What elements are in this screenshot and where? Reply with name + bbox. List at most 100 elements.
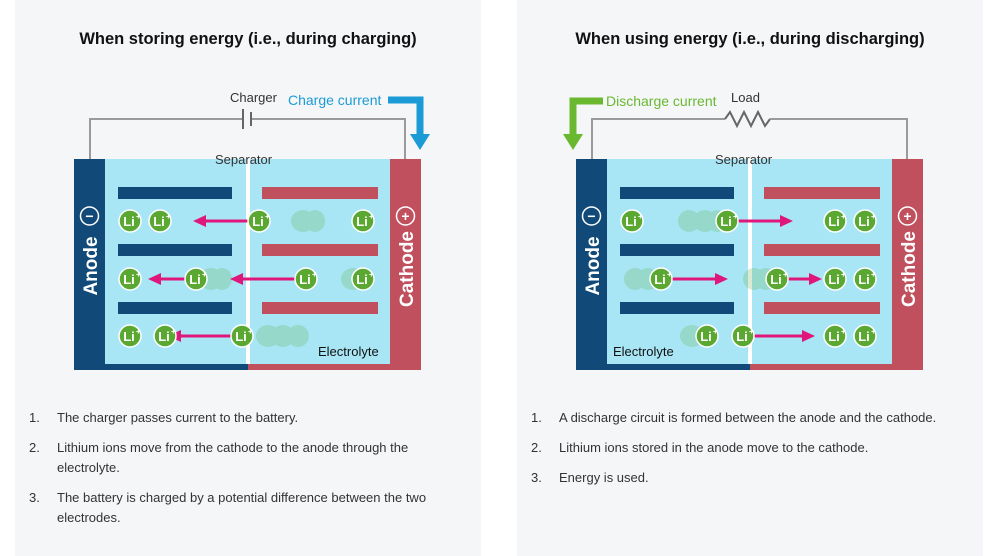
li-ion: Li + <box>695 324 719 348</box>
svg-text:Li: Li <box>770 272 782 287</box>
svg-text:Li: Li <box>858 272 870 287</box>
plus-icon <box>395 206 416 226</box>
svg-text:Li: Li <box>356 272 368 287</box>
li-ion: Li + <box>294 267 318 291</box>
svg-text:+: + <box>783 270 788 279</box>
svg-text:+: + <box>871 270 876 279</box>
charger-symbol <box>242 109 252 129</box>
li-ion: Li + <box>823 267 847 291</box>
anode-layer <box>118 244 232 256</box>
list-item: 2.Lithium ions move from the cathode to … <box>29 440 409 475</box>
wire-right <box>770 118 908 159</box>
svg-text:Li: Li <box>858 329 870 344</box>
svg-text:Li: Li <box>158 329 170 344</box>
svg-text:Li: Li <box>700 329 712 344</box>
li-ion: Li + <box>853 209 877 233</box>
svg-text:+: + <box>713 327 718 336</box>
li-ion: Li + <box>351 209 375 233</box>
li-ion: Li + <box>148 209 172 233</box>
svg-text:Li: Li <box>625 214 637 229</box>
svg-text:+: + <box>749 327 754 336</box>
svg-text:+: + <box>638 212 643 221</box>
li-ion: Li + <box>118 209 142 233</box>
svg-text:+: + <box>903 208 911 224</box>
li-ion: Li + <box>649 267 673 291</box>
anode-layer <box>620 187 734 199</box>
svg-text:+: + <box>369 212 374 221</box>
svg-text:+: + <box>401 208 409 224</box>
li-ion: Li + <box>184 267 208 291</box>
svg-text:+: + <box>248 327 253 336</box>
cathode-layer <box>764 187 880 199</box>
svg-text:Li: Li <box>654 272 666 287</box>
svg-text:+: + <box>136 270 141 279</box>
svg-text:+: + <box>171 327 176 336</box>
ion-arrows <box>148 215 295 342</box>
li-ion: Li + <box>853 324 877 348</box>
electrolyte-label: Electrolyte <box>318 344 379 359</box>
load-resistor-icon <box>724 109 771 129</box>
electrolyte-label: Electrolyte <box>613 344 674 359</box>
list-item: 1.A discharge circuit is formed between … <box>531 410 937 425</box>
li-ion: Li + <box>823 324 847 348</box>
svg-text:+: + <box>871 327 876 336</box>
li-ion: Li + <box>620 209 644 233</box>
svg-text:Li: Li <box>299 272 311 287</box>
svg-text:Li: Li <box>252 214 264 229</box>
wire-right <box>251 118 406 159</box>
svg-text:Li: Li <box>123 272 135 287</box>
charging-title: When storing energy (i.e., during chargi… <box>79 30 417 48</box>
svg-text:+: + <box>733 212 738 221</box>
svg-text:Li: Li <box>828 214 840 229</box>
svg-text:+: + <box>166 212 171 221</box>
li-ion: Li + <box>731 324 755 348</box>
cathode-layer <box>262 302 378 314</box>
anode-layer <box>118 302 232 314</box>
li-ion: Li + <box>247 209 271 233</box>
charging-steps: 1.The charger passes current to the batt… <box>29 408 469 538</box>
svg-text:Li: Li <box>828 272 840 287</box>
discharging-panel: When using energy (i.e., during discharg… <box>517 0 983 556</box>
li-ion: Li + <box>153 324 177 348</box>
li-ion: Li + <box>118 267 142 291</box>
svg-text:+: + <box>202 270 207 279</box>
svg-text:Li: Li <box>123 329 135 344</box>
svg-text:+: + <box>369 270 374 279</box>
anode-label: Anode <box>81 236 102 295</box>
li-ion: Li + <box>765 267 789 291</box>
li-ion: Li + <box>853 267 877 291</box>
charger-label: Charger <box>230 90 278 105</box>
charging-panel: When storing energy (i.e., during chargi… <box>15 0 481 556</box>
charging-diagram: Charger Charge current Separator Electro… <box>74 90 430 370</box>
anode-layer <box>620 244 734 256</box>
list-item: 3.Energy is used. <box>531 470 649 485</box>
anode-plate <box>576 159 607 370</box>
svg-text:Li: Li <box>356 214 368 229</box>
li-ion: Li + <box>823 209 847 233</box>
li-ion: Li + <box>351 267 375 291</box>
plus-icon <box>897 206 918 226</box>
svg-text:Li: Li <box>720 214 732 229</box>
ion-arrows <box>672 215 822 342</box>
anode-layer <box>620 302 734 314</box>
cathode-plate <box>892 159 923 370</box>
charge-current-label: Charge current <box>288 92 381 108</box>
separator-label: Separator <box>215 152 273 167</box>
svg-text:Li: Li <box>828 329 840 344</box>
svg-text:+: + <box>136 212 141 221</box>
discharging-steps: 1.A discharge circuit is formed between … <box>531 408 971 498</box>
svg-text:+: + <box>841 212 846 221</box>
discharging-diagram: Load Discharge current Separator Electro… <box>563 90 923 370</box>
li-ion: Li + <box>230 324 254 348</box>
svg-text:+: + <box>136 327 141 336</box>
svg-text:+: + <box>667 270 672 279</box>
svg-text:−: − <box>85 208 93 224</box>
li-ion: Li + <box>118 324 142 348</box>
anode-plate <box>74 159 105 370</box>
cathode-layer <box>764 244 880 256</box>
cathode-layer <box>764 302 880 314</box>
svg-text:+: + <box>312 270 317 279</box>
separator-label: Separator <box>715 152 773 167</box>
svg-text:+: + <box>871 212 876 221</box>
anode-label: Anode <box>583 236 604 295</box>
